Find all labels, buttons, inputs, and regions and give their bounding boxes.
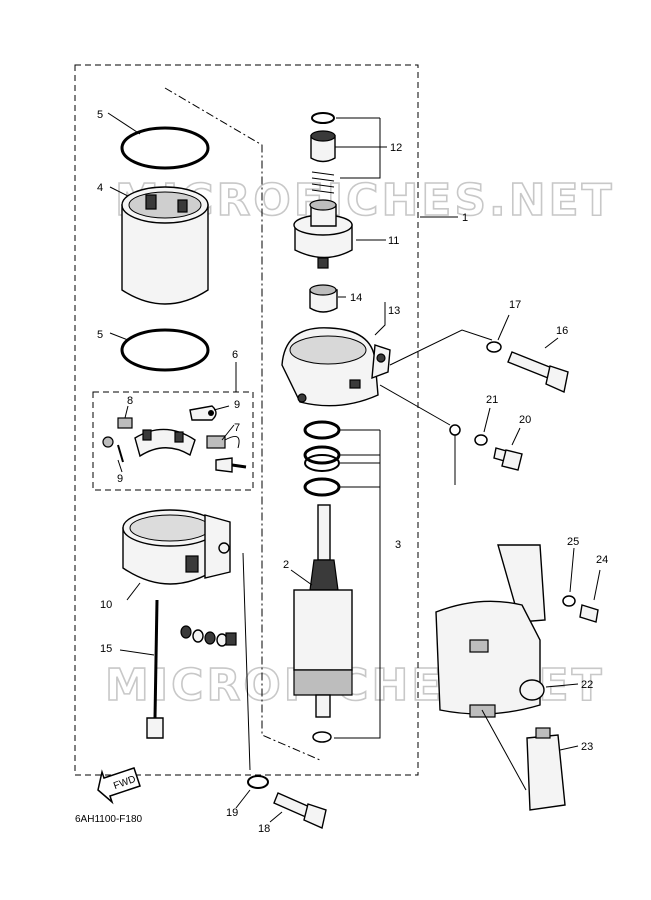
callout-12: 12 — [390, 142, 402, 154]
callout-6: 6 — [232, 349, 238, 361]
assembly-axis-line — [164, 87, 321, 761]
callout-7: 7 — [234, 422, 240, 434]
callout-23: 23 — [581, 741, 593, 753]
brush-holder-parts — [102, 405, 247, 473]
figure-code: 6AH1100-F180 — [75, 814, 143, 825]
callouts: 1 2 3 4 5 5 6 7 8 9 9 10 11 12 13 14 15 … — [97, 109, 608, 835]
upper-bracket — [281, 327, 391, 407]
bolt-20 — [474, 434, 523, 471]
callout-19: 19 — [226, 807, 238, 819]
collar — [309, 284, 338, 313]
bolt-24 — [562, 595, 599, 623]
through-bolt — [146, 599, 164, 739]
bolt-16 — [486, 341, 569, 393]
terminal-nuts — [180, 625, 237, 647]
callout-11: 11 — [388, 235, 399, 247]
callout-3: 3 — [395, 539, 401, 551]
callout-25: 25 — [567, 536, 579, 548]
leader-lines — [107, 112, 601, 823]
o-ring-top — [120, 126, 210, 170]
callout-5-bottom: 5 — [97, 329, 103, 341]
o-ring-bottom — [120, 328, 210, 372]
pinion-gear — [293, 199, 353, 269]
callout-15: 15 — [100, 643, 112, 655]
callout-21: 21 — [486, 394, 498, 406]
yoke-cylinder — [121, 186, 209, 305]
bolt-18 — [247, 775, 327, 829]
callout-9-left: 9 — [117, 473, 123, 485]
assembly-boundary — [74, 64, 419, 776]
callout-8: 8 — [127, 395, 133, 407]
callout-10: 10 — [100, 599, 112, 611]
callout-14: 14 — [350, 292, 362, 304]
lower-end-cover — [122, 509, 231, 585]
callout-1: 1 — [462, 212, 468, 224]
mounting-bracket — [435, 544, 546, 718]
callout-4: 4 — [97, 182, 103, 194]
callout-2: 2 — [283, 559, 289, 571]
callout-16: 16 — [556, 325, 568, 337]
fwd-arrow-icon: FWD — [97, 767, 141, 805]
callout-5-top: 5 — [97, 109, 103, 121]
callout-20: 20 — [519, 414, 531, 426]
lead-wire — [449, 424, 461, 485]
cover-plate — [526, 727, 566, 811]
callout-17: 17 — [509, 299, 521, 311]
callout-13: 13 — [388, 305, 400, 317]
brush-holder-group-box — [92, 391, 254, 491]
callout-24: 24 — [596, 554, 608, 566]
washer-set — [303, 420, 341, 743]
callout-9-right: 9 — [234, 399, 240, 411]
armature — [293, 504, 353, 718]
callout-18: 18 — [258, 823, 270, 835]
callout-22: 22 — [581, 679, 593, 691]
stopper-parts — [310, 112, 336, 194]
